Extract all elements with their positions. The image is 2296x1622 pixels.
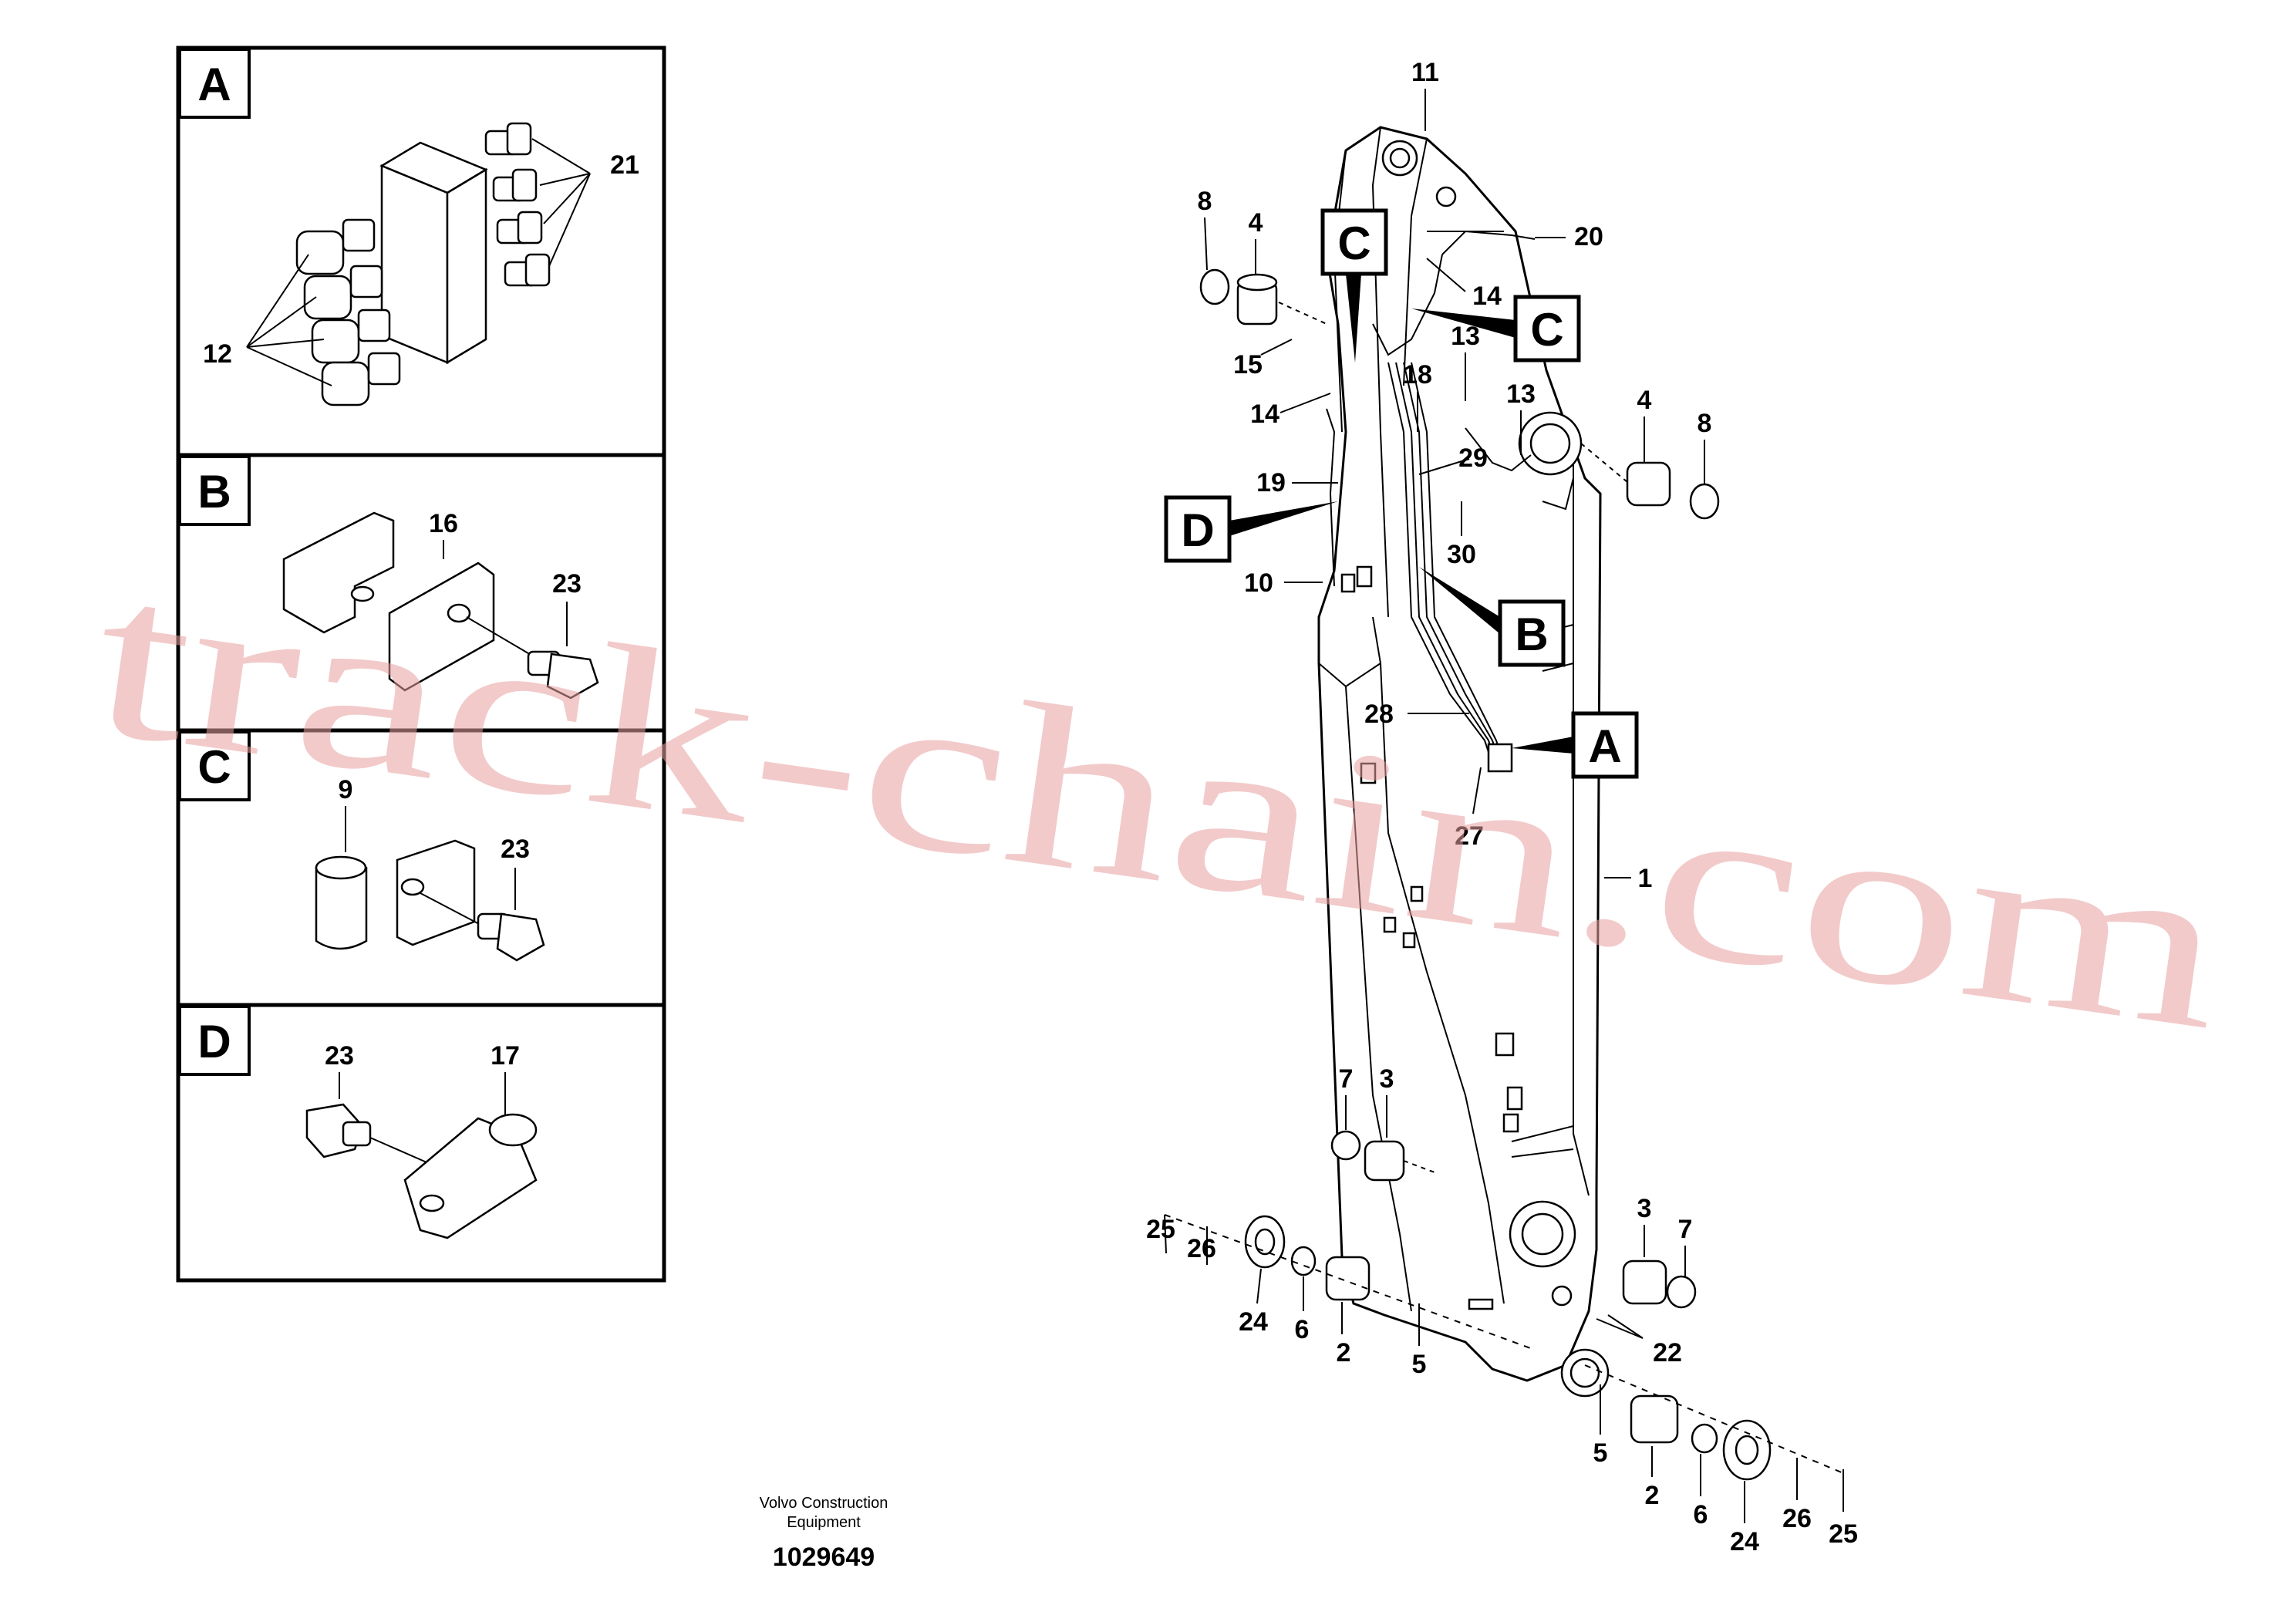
callout-5-b: 5 bbox=[1593, 1438, 1608, 1468]
footer-company-line2: Equipment bbox=[787, 1514, 861, 1531]
callout-22: 22 bbox=[1653, 1338, 1682, 1367]
callout-10: 10 bbox=[1244, 568, 1273, 598]
callout-13: 13 bbox=[1451, 322, 1480, 351]
leader-lines bbox=[1164, 89, 1844, 1523]
callout-21: 21 bbox=[610, 150, 639, 180]
callout-15: 15 bbox=[1233, 350, 1263, 379]
callout-24: 24 bbox=[1239, 1307, 1268, 1337]
callout-20: 20 bbox=[1574, 222, 1603, 251]
callout-8: 8 bbox=[1198, 187, 1212, 216]
panel-letter-c: C bbox=[197, 741, 231, 793]
callout-24-b: 24 bbox=[1730, 1527, 1759, 1556]
callout-6: 6 bbox=[1295, 1315, 1310, 1344]
callout-19: 19 bbox=[1256, 468, 1286, 497]
callout-13-b: 13 bbox=[1506, 379, 1536, 409]
svg-text:D: D bbox=[1181, 504, 1214, 556]
callout-12: 12 bbox=[203, 339, 232, 369]
marker-c-top bbox=[1320, 208, 1388, 276]
callout-1: 1 bbox=[1638, 864, 1653, 893]
callout-8-b: 8 bbox=[1698, 409, 1712, 438]
panel-letter-d: D bbox=[197, 1016, 231, 1067]
callout-16: 16 bbox=[429, 509, 458, 538]
svg-text:C: C bbox=[1530, 304, 1563, 356]
callout-4-b: 4 bbox=[1637, 386, 1652, 415]
callout-5: 5 bbox=[1412, 1350, 1427, 1379]
callout-2-b: 2 bbox=[1645, 1481, 1660, 1510]
callout-26-b: 26 bbox=[1782, 1504, 1812, 1533]
callout-26: 26 bbox=[1187, 1234, 1216, 1263]
callout-3-b: 3 bbox=[1637, 1194, 1652, 1223]
footer-drawing-number: 1029649 bbox=[773, 1543, 875, 1572]
arm-assembly bbox=[1317, 126, 1610, 1398]
callout-4: 4 bbox=[1249, 208, 1263, 238]
callout-14-b: 14 bbox=[1250, 400, 1279, 429]
callout-28: 28 bbox=[1364, 700, 1394, 729]
callout-23-c: 23 bbox=[501, 835, 530, 864]
callout-14: 14 bbox=[1472, 282, 1502, 311]
svg-text:C: C bbox=[1337, 218, 1371, 269]
callout-7-b: 7 bbox=[1678, 1215, 1693, 1244]
panel-letter-b: B bbox=[197, 466, 231, 518]
callout-6-b: 6 bbox=[1694, 1500, 1708, 1529]
callout-23: 23 bbox=[552, 569, 582, 599]
panel-letter-a: A bbox=[197, 59, 231, 110]
callout-9: 9 bbox=[339, 775, 353, 804]
fitting-group-21 bbox=[484, 122, 551, 287]
callout-18: 18 bbox=[1403, 360, 1432, 389]
callout-2: 2 bbox=[1337, 1338, 1351, 1367]
footer-company-line1: Volvo Construction bbox=[760, 1495, 888, 1512]
callout-11: 11 bbox=[1411, 58, 1439, 87]
inset-panel-c: C 9 23 bbox=[178, 730, 545, 962]
inset-panel-b: B 16 23 bbox=[178, 455, 599, 700]
marker-b bbox=[1498, 599, 1566, 667]
marker-c-right bbox=[1513, 295, 1581, 363]
callout-29: 29 bbox=[1458, 443, 1488, 473]
inset-panel-a: A bbox=[178, 48, 639, 406]
callout-3: 3 bbox=[1380, 1064, 1394, 1094]
svg-text:B: B bbox=[1515, 609, 1548, 660]
callouts: 11 20 8 4 14 15 18 13 14 13 4 8 19 29 30… bbox=[1146, 58, 1858, 1556]
callout-7: 7 bbox=[1339, 1064, 1354, 1094]
callout-25: 25 bbox=[1146, 1215, 1175, 1244]
fitting-group-12 bbox=[295, 218, 401, 406]
inset-panels: A bbox=[176, 46, 666, 1283]
section-markers: C C D B A bbox=[1164, 208, 1639, 779]
callout-23-d: 23 bbox=[325, 1041, 354, 1071]
callout-25-b: 25 bbox=[1829, 1519, 1858, 1549]
inset-panel-d: D 23 17 bbox=[178, 1005, 538, 1239]
callout-27: 27 bbox=[1455, 821, 1484, 851]
callout-17: 17 bbox=[491, 1041, 520, 1071]
loose-parts bbox=[1164, 268, 1844, 1481]
svg-text:A: A bbox=[1588, 720, 1621, 772]
footer: Volvo Construction Equipment 1029649 bbox=[760, 1495, 888, 1572]
callout-30: 30 bbox=[1447, 540, 1476, 569]
